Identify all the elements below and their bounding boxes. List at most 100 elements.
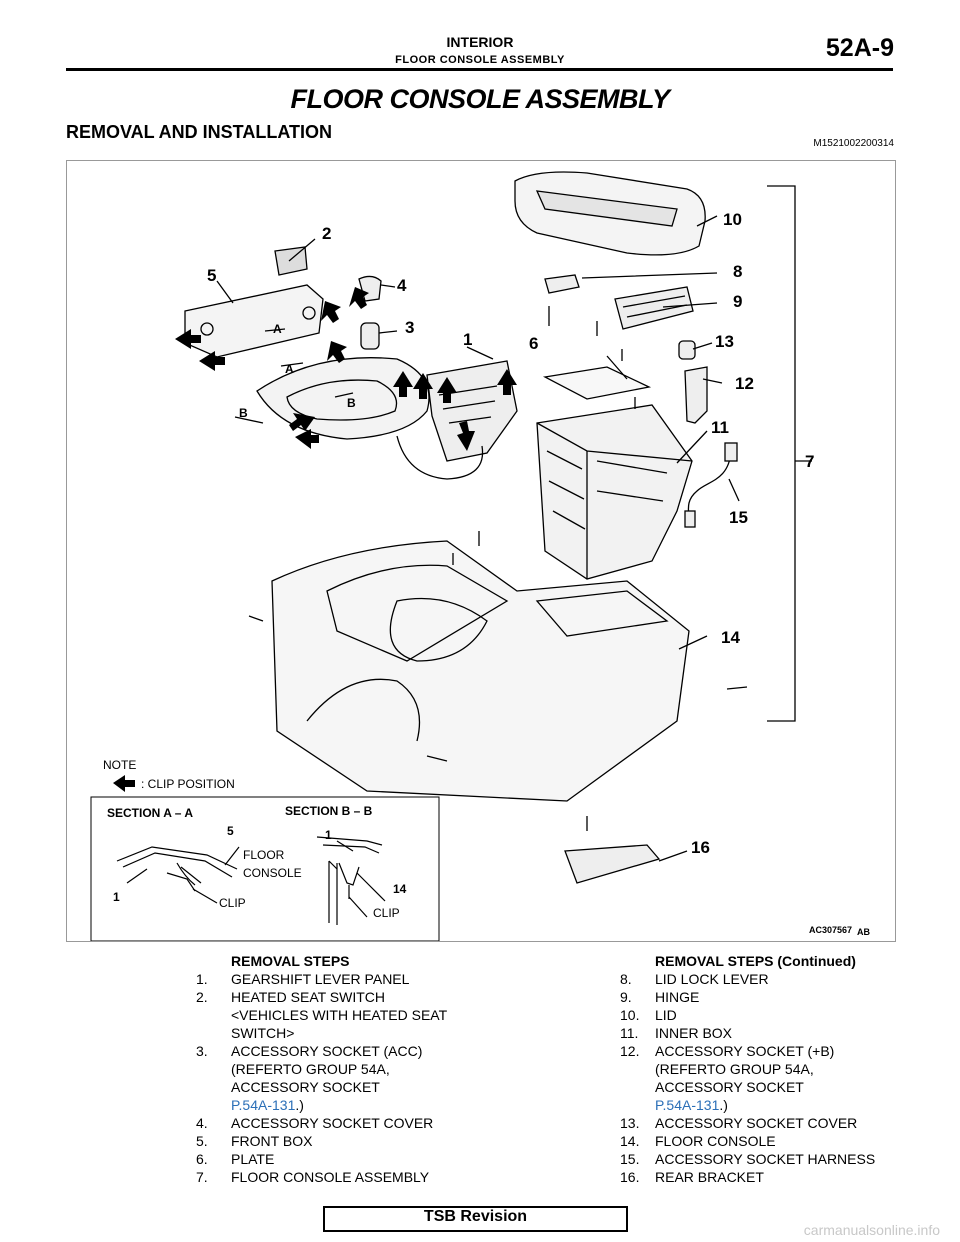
- step-text: PLATE: [231, 1151, 275, 1167]
- reference-link[interactable]: P.54A-131: [231, 1097, 296, 1113]
- section-b-title: SECTION B – B: [285, 804, 373, 818]
- section-a-label-clip: CLIP: [219, 896, 246, 910]
- clip-arrow-icon: [113, 775, 135, 792]
- chapter-title: INTERIOR: [446, 34, 514, 50]
- floor-console-part: [271, 540, 690, 802]
- step-text: ACCESSORY SOCKET: [655, 1079, 804, 1095]
- callout-14: 14: [721, 628, 740, 647]
- step-row: (REFERTO GROUP 54A,: [196, 1060, 516, 1078]
- note-text: : CLIP POSITION: [141, 777, 235, 791]
- step-text: REAR BRACKET: [655, 1169, 764, 1185]
- step-row: P.54A-131.): [620, 1096, 950, 1114]
- section-mark-b1: B: [239, 406, 248, 420]
- section-a-label-5: 5: [227, 824, 234, 838]
- step-text: HINGE: [655, 989, 700, 1005]
- step-number: 11.: [620, 1025, 639, 1041]
- step-row: (REFERTO GROUP 54A,: [620, 1060, 950, 1078]
- callout-8: 8: [733, 262, 742, 281]
- revision-box: [323, 1206, 628, 1232]
- step-row: 13.ACCESSORY SOCKET COVER: [620, 1114, 950, 1132]
- section-b-label-14: 14: [393, 882, 407, 896]
- step-number: 10.: [620, 1007, 640, 1023]
- step-row: 1.GEARSHIFT LEVER PANEL: [196, 970, 516, 988]
- step-row: <VEHICLES WITH HEATED SEAT: [196, 1006, 516, 1024]
- step-row: 14. FLOOR CONSOLE: [620, 1132, 950, 1150]
- step-text: FLOOR CONSOLE ASSEMBLY: [231, 1169, 430, 1185]
- callout-5: 5: [207, 266, 216, 285]
- step-row: 7. FLOOR CONSOLE ASSEMBLY: [196, 1168, 516, 1186]
- step-text: FRONT BOX: [231, 1133, 313, 1149]
- page-number: 52A-9: [825, 34, 894, 62]
- step-row: 12. ACCESSORY SOCKET (+B): [620, 1042, 950, 1060]
- step-row: ACCESSORY SOCKET: [620, 1078, 950, 1096]
- figure-suffix: AB: [857, 927, 870, 937]
- step-number: 14.: [620, 1133, 640, 1149]
- step-row: 10.LID: [620, 1006, 950, 1024]
- link-suffix: .): [295, 1097, 304, 1113]
- callout-4: 4: [397, 276, 407, 295]
- callout-15: 15: [729, 508, 748, 527]
- revision-label: TSB Revision: [423, 1208, 528, 1225]
- step-number: 6.: [196, 1151, 208, 1167]
- callout-2: 2: [322, 224, 331, 243]
- removal-steps-continued-list: REMOVAL STEPS (Continued) 8.LID LOCK LEV…: [620, 952, 950, 1186]
- step-row: 2. HEATED SEAT SWITCH: [196, 988, 516, 1006]
- section-mark-a2: A: [285, 362, 294, 376]
- exploded-diagram: 1 2 3 4 5 6 7 8 9 10 11 12 13 14 15 16 A…: [66, 160, 896, 942]
- step-text: <VEHICLES WITH HEATED SEAT: [231, 1007, 448, 1023]
- section-b-label-1: 1: [325, 828, 332, 842]
- step-text: INNER BOX: [655, 1025, 733, 1041]
- reference-link[interactable]: P.54A-131: [655, 1097, 720, 1113]
- reference-code: M1521002200314: [813, 138, 894, 149]
- step-number: 9.: [620, 989, 632, 1005]
- step-text: (REFERTO GROUP 54A,: [655, 1061, 814, 1077]
- step-text: HEATED SEAT SWITCH: [231, 989, 386, 1005]
- step-text: ACCESSORY SOCKET (+B): [655, 1043, 835, 1059]
- step-number: 2.: [196, 989, 208, 1005]
- step-number: 15.: [620, 1151, 640, 1167]
- section-b-label-clip: CLIP: [373, 906, 400, 920]
- step-row: SWITCH>: [196, 1024, 516, 1042]
- step-number: 7.: [196, 1169, 208, 1185]
- step-number: 12.: [620, 1043, 640, 1059]
- callout-12: 12: [735, 374, 754, 393]
- removal-steps-continued-heading: REMOVAL STEPS (Continued): [655, 953, 856, 969]
- step-text: FLOOR CONSOLE: [655, 1133, 776, 1149]
- step-text: (REFERTO GROUP 54A,: [231, 1061, 390, 1077]
- step-row: 4.ACCESSORY SOCKET COVER: [196, 1114, 516, 1132]
- section-a-title: SECTION A – A: [107, 806, 193, 820]
- step-text: ACCESSORY SOCKET (ACC): [231, 1043, 423, 1059]
- callout-1: 1: [463, 330, 472, 349]
- step-row: 15. ACCESSORY SOCKET HARNESS: [620, 1150, 950, 1168]
- step-number: 13.: [620, 1115, 640, 1131]
- step-text: ACCESSORY SOCKET HARNESS: [655, 1151, 876, 1167]
- section-mark-b2: B: [347, 396, 356, 410]
- step-text: GEARSHIFT LEVER PANEL: [231, 971, 410, 987]
- step-number: 5.: [196, 1133, 208, 1149]
- section-mark-a1: A: [273, 322, 282, 336]
- step-text: SWITCH>: [231, 1025, 295, 1041]
- callout-10: 10: [723, 210, 742, 229]
- step-row: 6. PLATE: [196, 1150, 516, 1168]
- callout-11: 11: [711, 418, 729, 437]
- callout-6: 6: [529, 334, 538, 353]
- step-text: ACCESSORY SOCKET: [231, 1079, 380, 1095]
- step-row: 11. INNER BOX: [620, 1024, 950, 1042]
- link-suffix: .): [719, 1097, 728, 1113]
- step-row: 9. HINGE: [620, 988, 950, 1006]
- section-a-label-console: CONSOLE: [243, 866, 302, 880]
- removal-steps-list: REMOVAL STEPS 1.GEARSHIFT LEVER PANEL 2.…: [196, 952, 516, 1186]
- page-title: FLOOR CONSOLE ASSEMBLY: [290, 84, 670, 114]
- section-title: FLOOR CONSOLE ASSEMBLY: [395, 54, 565, 66]
- step-row: 16.REAR BRACKET: [620, 1168, 950, 1186]
- step-text: ACCESSORY SOCKET COVER: [231, 1115, 434, 1131]
- procedure-title: REMOVAL AND INSTALLATION: [66, 122, 332, 142]
- diagram-svg: 1 2 3 4 5 6 7 8 9 10 11 12 13 14 15 16 A…: [90, 171, 870, 942]
- inner-box-part: [536, 404, 693, 580]
- callout-9: 9: [733, 292, 742, 311]
- removal-steps-heading: REMOVAL STEPS: [231, 953, 350, 969]
- watermark: carmanualsonline.info: [803, 1222, 940, 1238]
- callout-13: 13: [715, 332, 734, 351]
- step-number: 3.: [196, 1043, 208, 1059]
- section-inset: [90, 796, 440, 942]
